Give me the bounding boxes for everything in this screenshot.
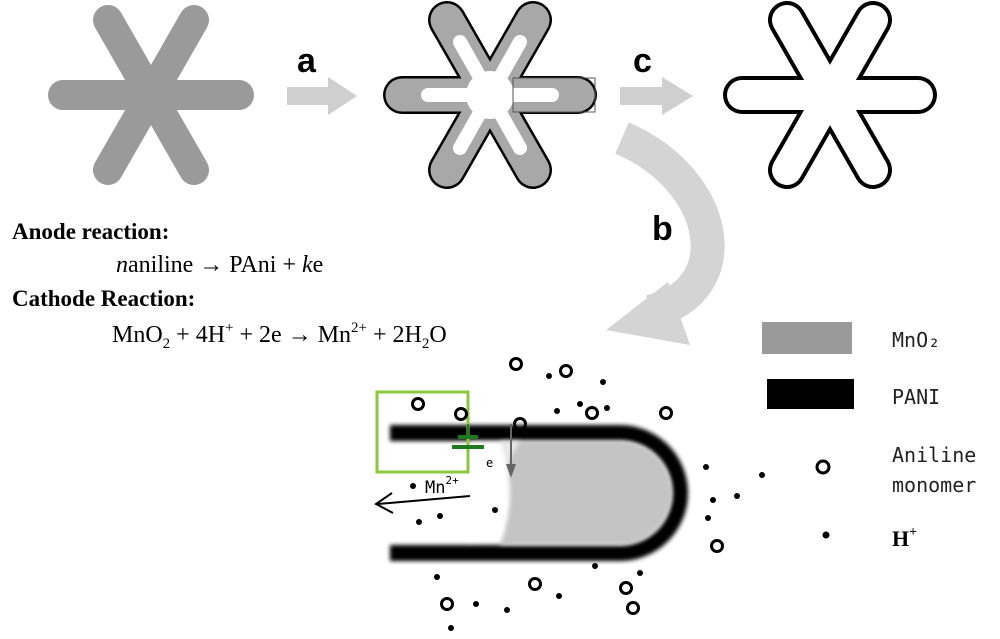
mn-label: Mn2+	[425, 474, 459, 498]
pani-hollow-star	[723, 1, 937, 189]
mn-release-arrow	[374, 492, 471, 514]
legend-aniline-symbol	[815, 459, 831, 475]
mno2-star-solid	[48, 5, 254, 185]
arrow-c	[620, 77, 693, 115]
legend-aniline-label-1: Aniline	[892, 443, 976, 467]
coated-star	[383, 1, 597, 189]
legend-pani-label: PANI	[892, 385, 940, 409]
electron-label: e	[486, 456, 493, 470]
step-c-label: c	[633, 42, 652, 80]
legend-proton-label: H+	[892, 525, 917, 551]
anode-equation: naniline → PAni + ke	[116, 252, 323, 278]
legend-pani-swatch	[767, 379, 854, 409]
arrow-b	[606, 122, 725, 345]
proton-dots	[410, 373, 765, 631]
anode-title: Anode reaction:	[12, 219, 169, 244]
legend: MnO₂ PANI Aniline monomer H+	[762, 322, 976, 551]
legend-proton-symbol	[822, 531, 830, 539]
arrow-a	[287, 77, 357, 115]
cathode-equation: MnO2 + 4H+ + 2e → Mn2+ + 2H2O	[112, 320, 447, 352]
legend-aniline-label-2: monomer	[892, 473, 976, 497]
legend-mno2-swatch	[762, 322, 852, 354]
step-a-label: a	[297, 42, 317, 80]
cathode-title: Cathode Reaction:	[12, 286, 195, 311]
step-b-label: b	[652, 210, 673, 248]
tube-cross-section	[390, 425, 688, 561]
legend-mno2-label: MnO₂	[892, 328, 940, 352]
aniline-monomers	[411, 357, 724, 615]
